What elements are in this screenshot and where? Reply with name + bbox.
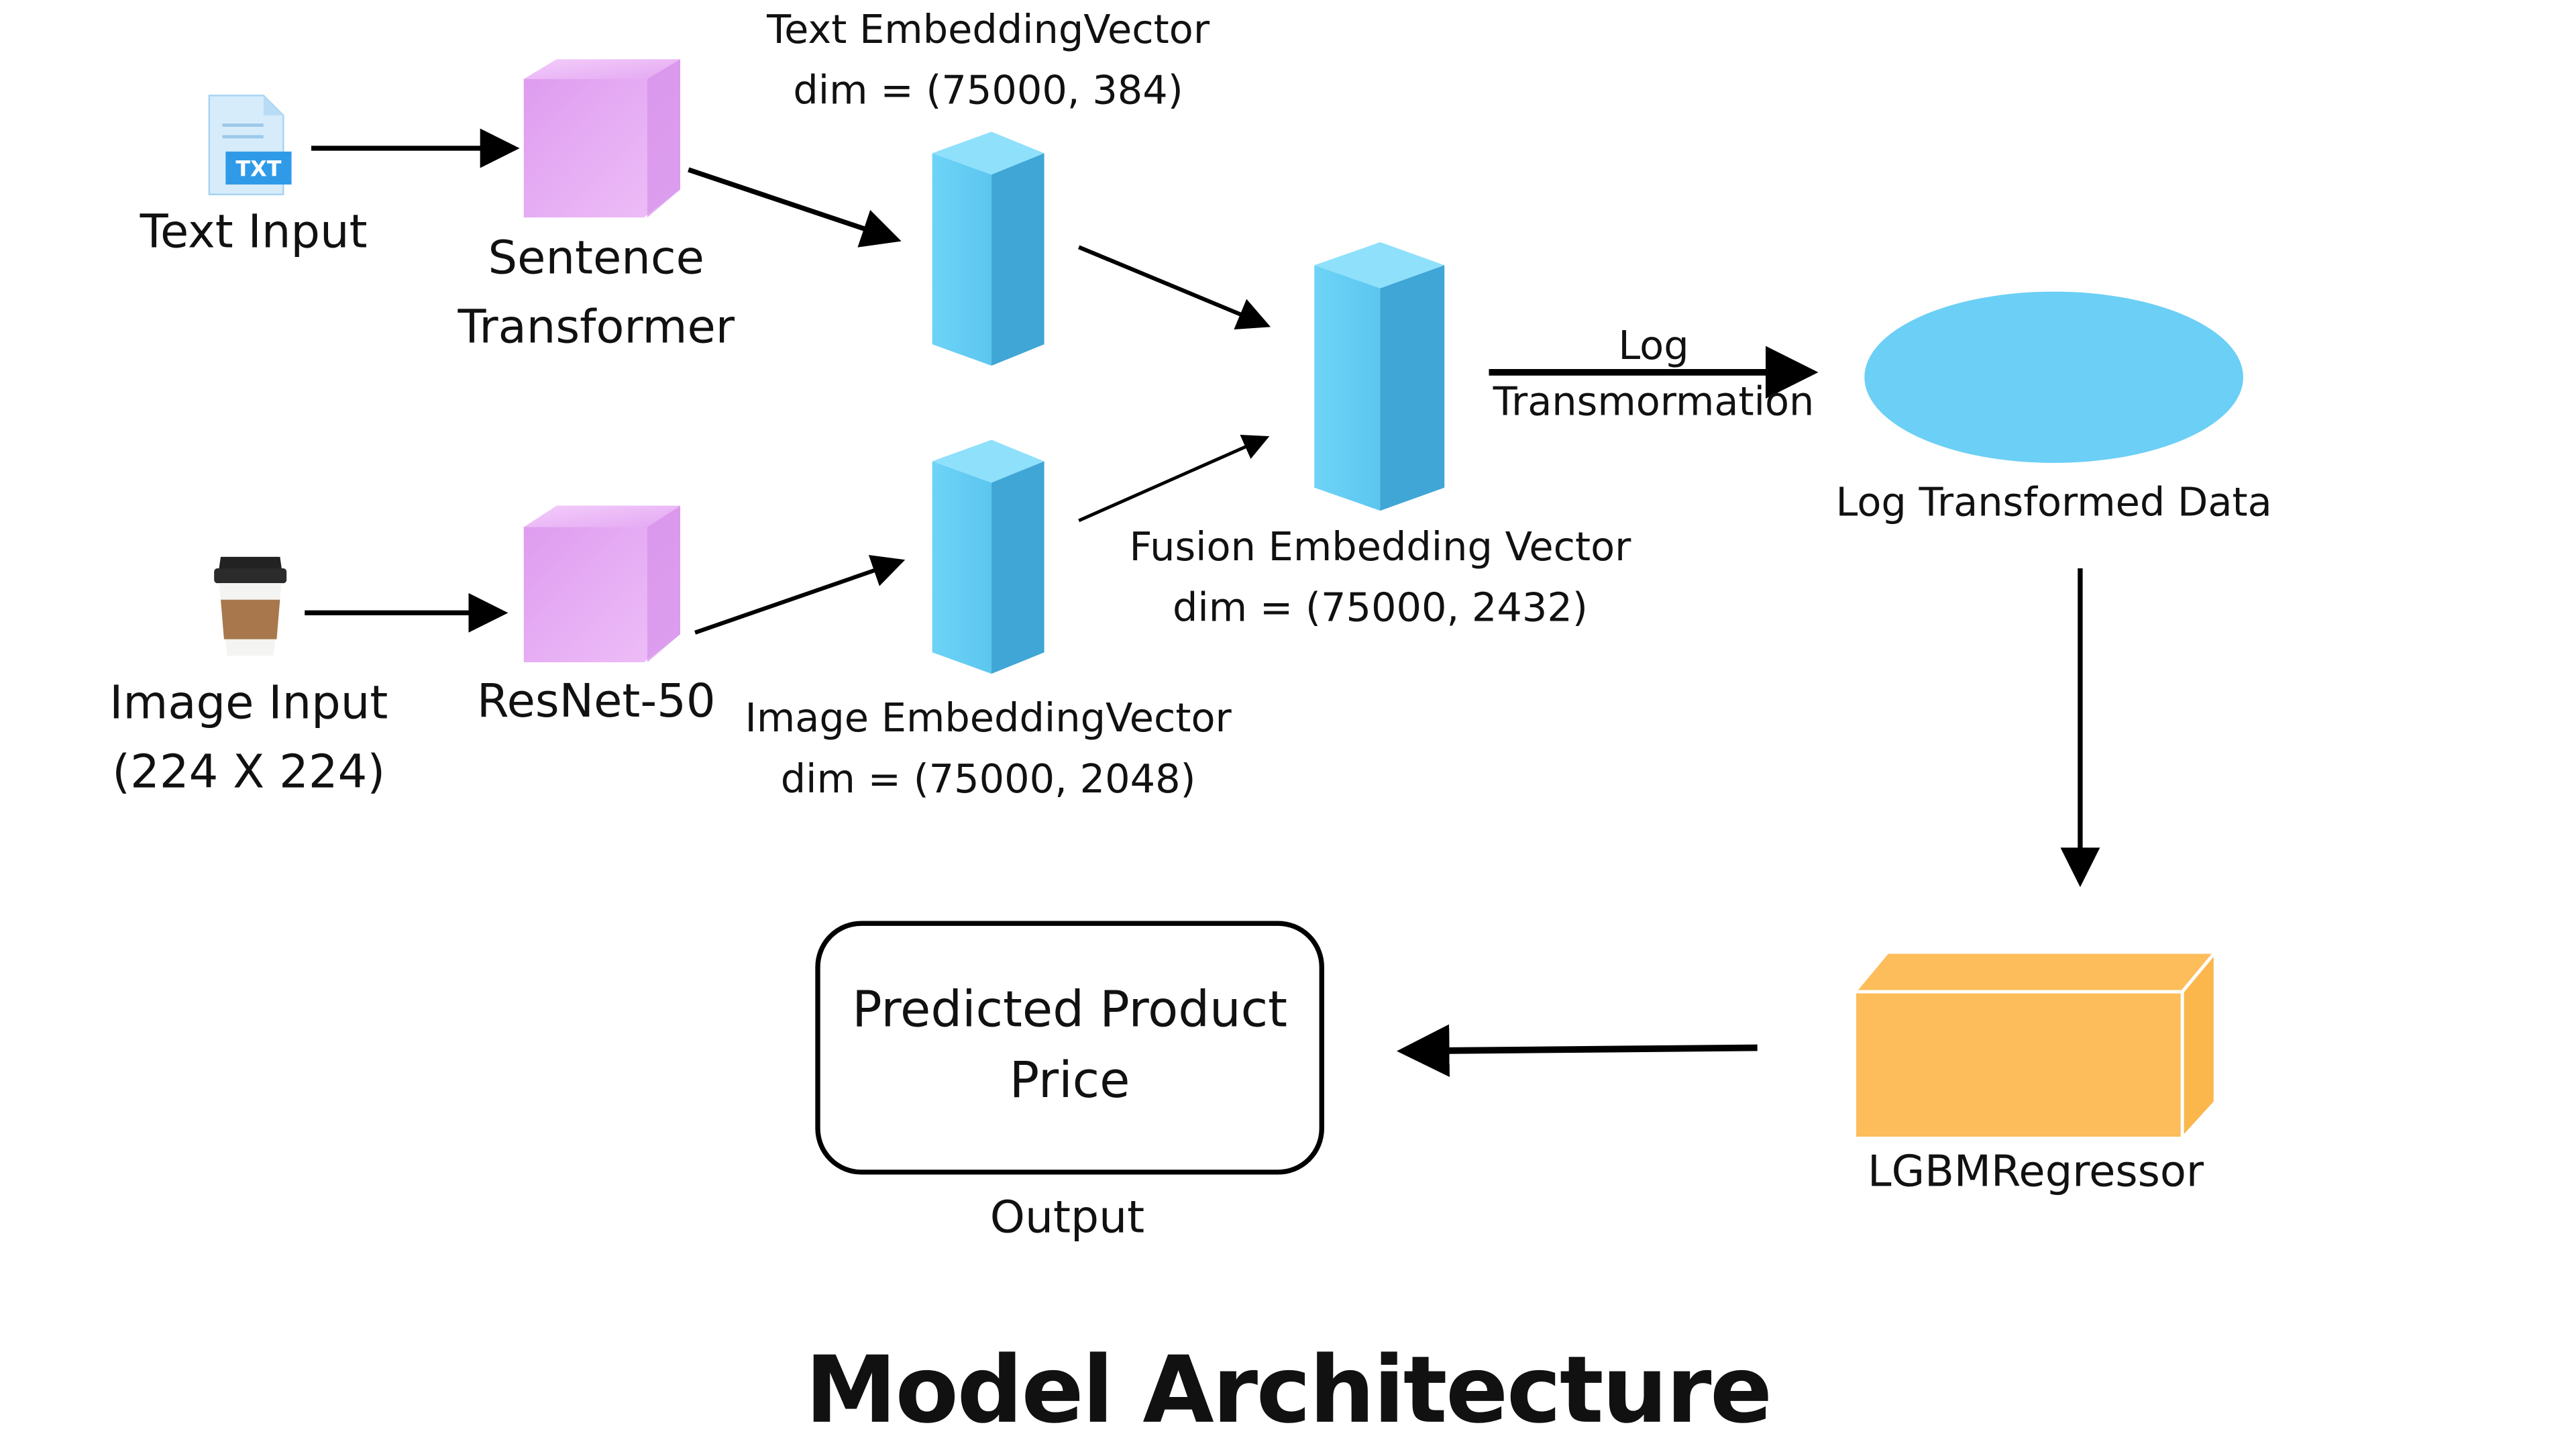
sentence-transformer-label: Sentence Transformer (415, 224, 777, 362)
resnet-cube (523, 505, 680, 662)
text-embedding-label-line2: dim = (75000, 384) (793, 68, 1183, 114)
output-box: Predicted Product Price (815, 921, 1324, 1175)
fusion-embedding-bar (1314, 242, 1445, 511)
arrow-resnet-to-image-embedding (694, 555, 906, 635)
log-data-ellipse (1864, 291, 2243, 463)
fusion-embedding-label-line2: dim = (75000, 2432) (1173, 585, 1588, 631)
log-data-label: Log Transformed Data (1835, 479, 2272, 526)
coffee-cup-icon (214, 556, 287, 656)
image-input-label-line1: Image Input (109, 675, 388, 730)
arrow-image-embedding-to-fusion (1078, 435, 1270, 523)
regressor-label: LGBMRegressor (1868, 1148, 2204, 1198)
output-box-line2: Price (1009, 1052, 1130, 1110)
image-input-label: Image Input (224 X 224) (50, 669, 448, 807)
resnet-label: ResNet-50 (476, 674, 716, 729)
txt-icon-label: TXT (235, 156, 281, 182)
arrow-text-embedding-to-fusion (1077, 245, 1271, 330)
log-step-label-line2: Transmormation (1493, 378, 1815, 425)
sentence-transformer-label-line2: Transformer (458, 299, 735, 354)
text-embedding-bar (932, 132, 1044, 366)
log-step-label: Log Transmormation (1456, 319, 1851, 430)
sentence-transformer-label-line1: Sentence (488, 230, 704, 285)
output-label: Output (989, 1192, 1145, 1244)
log-step-label-line1: Log (1618, 323, 1689, 369)
image-input-label-line2: (224 X 224) (112, 744, 386, 799)
text-embedding-label: Text EmbeddingVector dim = (75000, 384) (708, 0, 1269, 123)
output-box-line1: Predicted Product (852, 982, 1288, 1041)
diagram-title: Model Architecture (805, 1337, 1772, 1445)
text-input-label: Text Input (140, 204, 368, 259)
image-embedding-bar (932, 439, 1044, 674)
image-embedding-label: Image EmbeddingVector dim = (75000, 2048… (692, 688, 1285, 811)
image-embedding-label-line1: Image EmbeddingVector (745, 695, 1232, 741)
fusion-embedding-label-line1: Fusion Embedding Vector (1129, 523, 1631, 570)
arrow-regressor-to-output (1397, 1024, 1758, 1078)
fusion-embedding-label: Fusion Embedding Vector dim = (75000, 24… (1067, 517, 1693, 640)
regressor-box (1851, 947, 2219, 1143)
txt-file-icon: TXT (208, 95, 292, 195)
image-embedding-label-line2: dim = (75000, 2048) (780, 756, 1196, 803)
arrow-transformer-to-text-embedding (688, 167, 902, 248)
sentence-transformer-cube (523, 59, 680, 218)
text-embedding-label-line1: Text EmbeddingVector (767, 6, 1210, 53)
